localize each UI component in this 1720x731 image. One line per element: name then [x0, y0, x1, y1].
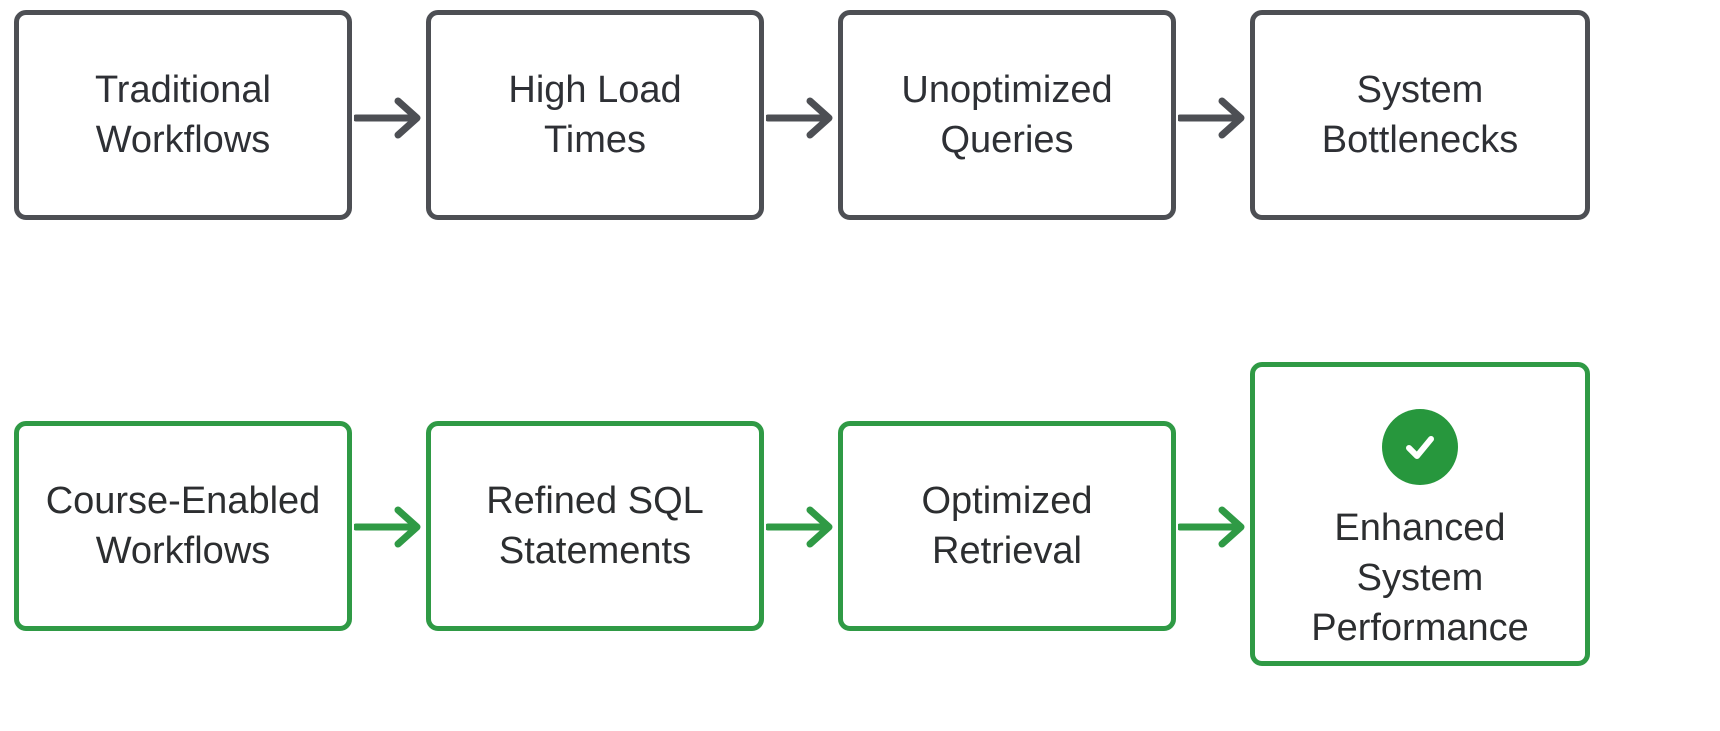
node-label-line: Refined SQL [486, 480, 704, 522]
solution-node-enhanced-system-performance: Enhanced System Performance [1250, 362, 1590, 666]
check-circle-icon [1382, 409, 1458, 485]
arrow-right-icon [766, 506, 833, 548]
node-label-line: Times [543, 119, 647, 161]
node-label-line: System [1356, 69, 1484, 111]
problem-node-high-load-times: High Load Times [426, 10, 764, 220]
solution-node-course-enabled-workflows: Course-Enabled Workflows [14, 421, 352, 631]
arrow-right-icon [354, 97, 421, 139]
checkmark-icon [1406, 436, 1434, 459]
problem-node-system-bottlenecks: System Bottlenecks [1250, 10, 1590, 220]
node-label-line: Enhanced [1334, 507, 1506, 549]
problem-node-unoptimized-queries: Unoptimized Queries [838, 10, 1176, 220]
node-label-line: Unoptimized [901, 69, 1113, 111]
node-label-line: Queries [940, 119, 1074, 161]
node-label-line: Workflows [95, 530, 271, 572]
arrow-right-icon [1178, 506, 1245, 548]
node-label-line: Performance [1311, 607, 1529, 649]
node-label-line: Retrieval [932, 530, 1082, 572]
node-label-line: Statements [498, 530, 692, 572]
arrow-right-icon [354, 506, 421, 548]
problem-node-traditional-workflows: Traditional Workflows [14, 10, 352, 220]
arrow-right-icon [766, 97, 833, 139]
node-label-line: Traditional [94, 69, 271, 111]
node-label-line: Course-Enabled [45, 480, 321, 522]
node-label-line: Bottlenecks [1321, 119, 1519, 161]
solution-node-refined-sql-statements: Refined SQL Statements [426, 421, 764, 631]
node-label-line: System [1356, 557, 1484, 599]
arrow-right-icon [1178, 97, 1245, 139]
node-label-line: High Load [508, 69, 682, 111]
node-label-line: Workflows [95, 119, 271, 161]
solution-node-optimized-retrieval: Optimized Retrieval [838, 421, 1176, 631]
node-label-line: Optimized [921, 480, 1093, 522]
